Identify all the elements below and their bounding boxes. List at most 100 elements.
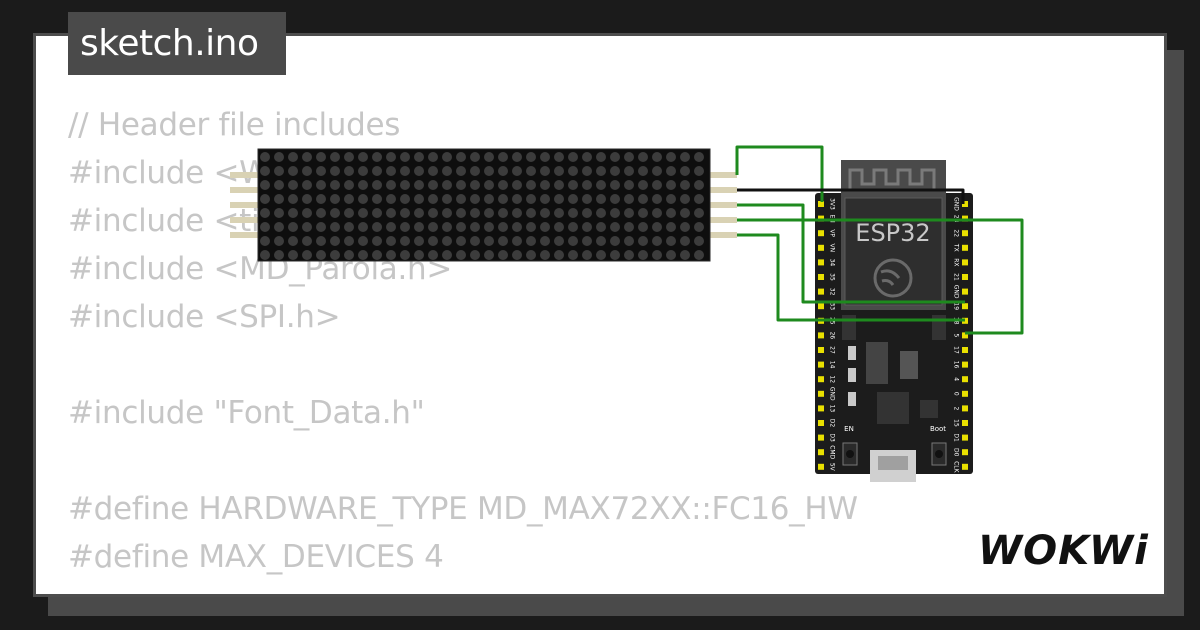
led-dot xyxy=(386,236,396,246)
led-dot xyxy=(372,180,382,190)
led-dot xyxy=(582,180,592,190)
left-pin-label: D3 xyxy=(829,433,836,442)
led-dot xyxy=(624,166,634,176)
led-dot xyxy=(316,236,326,246)
right-pin-header[interactable] xyxy=(962,347,968,353)
led-dot xyxy=(526,194,536,204)
led-dot xyxy=(554,208,564,218)
led-dot xyxy=(694,222,704,232)
led-dot xyxy=(526,180,536,190)
led-dot xyxy=(666,222,676,232)
left-pin-header[interactable] xyxy=(818,347,824,353)
led-dot xyxy=(554,180,564,190)
right-pin-header[interactable] xyxy=(962,230,968,237)
right-pin-header[interactable] xyxy=(962,361,968,368)
led-dot xyxy=(540,236,550,246)
led-dot xyxy=(554,222,564,232)
left-pin-header[interactable] xyxy=(818,332,824,339)
led-dot xyxy=(652,166,662,176)
led-dot xyxy=(652,208,662,218)
left-pin-header[interactable] xyxy=(818,434,824,441)
right-pin-header[interactable] xyxy=(962,274,968,280)
left-pin-header[interactable] xyxy=(818,420,824,426)
led-dot xyxy=(638,250,648,260)
led-dot xyxy=(288,236,298,246)
led-dot xyxy=(372,166,382,176)
right-pin-header[interactable] xyxy=(962,390,968,397)
left-pin-header[interactable] xyxy=(818,274,824,280)
right-pin-header[interactable] xyxy=(962,303,968,310)
led-dot xyxy=(316,152,326,162)
left-pin-header[interactable] xyxy=(818,449,824,456)
left-pin-header[interactable] xyxy=(818,288,824,295)
led-dot xyxy=(596,180,606,190)
left-pin-header[interactable] xyxy=(818,303,824,310)
right-pin-header[interactable] xyxy=(962,244,968,251)
left-pin-header[interactable] xyxy=(818,230,824,237)
led-dot xyxy=(582,166,592,176)
en-label: EN xyxy=(844,425,854,433)
right-pin-label: 2 xyxy=(953,406,960,410)
led-dot xyxy=(442,152,452,162)
left-pin-header[interactable] xyxy=(818,390,824,397)
led-dot xyxy=(442,222,452,232)
led-dot xyxy=(302,222,312,232)
led-dot xyxy=(680,222,690,232)
right-pin-header[interactable] xyxy=(962,463,968,470)
led-dot xyxy=(330,208,340,218)
led-dot xyxy=(302,180,312,190)
led-dot xyxy=(470,250,480,260)
led-dot xyxy=(554,194,564,204)
led-dot xyxy=(260,208,270,218)
led-dot xyxy=(512,180,522,190)
right-pin-header[interactable] xyxy=(962,201,968,207)
right-pin-label: D1 xyxy=(953,433,960,442)
led-dot xyxy=(414,208,424,218)
led-dot xyxy=(568,180,578,190)
led-dot xyxy=(344,180,354,190)
left-pin-header[interactable] xyxy=(818,376,824,383)
led-dot xyxy=(386,208,396,218)
led-dot xyxy=(652,222,662,232)
left-pin-label: 32 xyxy=(829,288,836,296)
led-dot xyxy=(610,208,620,218)
led-dot xyxy=(526,222,536,232)
right-pin-header[interactable] xyxy=(962,332,968,339)
led-dot xyxy=(680,250,690,260)
right-pin-header[interactable] xyxy=(962,288,968,295)
right-pin-header[interactable] xyxy=(962,420,968,426)
led-dot xyxy=(274,180,284,190)
led-matrix-module[interactable] xyxy=(230,148,737,262)
left-pin-header[interactable] xyxy=(818,244,824,251)
led-dot xyxy=(260,194,270,204)
left-pin-label: 3V3 xyxy=(829,198,836,210)
right-pin-header[interactable] xyxy=(962,376,968,383)
led-dot xyxy=(666,236,676,246)
led-dot xyxy=(358,166,368,176)
left-pin-header[interactable] xyxy=(818,405,824,412)
led-dot xyxy=(512,250,522,260)
led-dot xyxy=(568,194,578,204)
wires xyxy=(735,145,1024,335)
led-dot xyxy=(526,236,536,246)
led-dot xyxy=(316,166,326,176)
led-dot xyxy=(456,180,466,190)
left-pin-header[interactable] xyxy=(818,463,824,470)
left-pin-header[interactable] xyxy=(818,361,824,368)
right-pin-header[interactable] xyxy=(962,405,968,412)
file-tab[interactable]: sketch.ino xyxy=(68,12,286,75)
led-dot xyxy=(428,222,438,232)
left-pin-header[interactable] xyxy=(818,259,824,266)
right-pin-header[interactable] xyxy=(962,259,968,266)
right-pin-header[interactable] xyxy=(962,434,968,441)
left-pin-header[interactable] xyxy=(818,201,824,207)
led-dot xyxy=(372,222,382,232)
led-dot xyxy=(610,194,620,204)
left-pin-label: 14 xyxy=(829,361,836,369)
led-dot xyxy=(358,208,368,218)
led-dot xyxy=(666,166,676,176)
led-dot xyxy=(456,208,466,218)
right-pin-header[interactable] xyxy=(962,449,968,456)
wire-gnd xyxy=(737,188,965,204)
